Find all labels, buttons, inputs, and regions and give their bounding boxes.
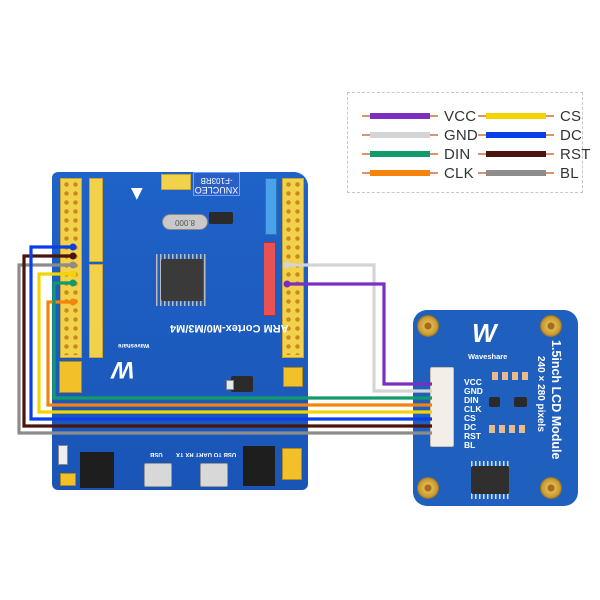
right-outer-header-pins — [284, 180, 302, 355]
usb-port — [144, 463, 172, 487]
legend-item-rst: RST — [478, 145, 591, 163]
legend-item-bl: BL — [478, 164, 579, 182]
pin-dot-bl — [69, 261, 77, 269]
pin-dot-din — [69, 279, 77, 287]
bottom-right-jumper — [282, 448, 302, 480]
power-header — [263, 242, 276, 316]
pin-dot-gnd — [283, 261, 291, 269]
pin-dot-vcc — [283, 280, 291, 288]
smd-regulator-tab — [226, 380, 234, 390]
ain-header — [265, 178, 277, 235]
wire-swatch-rst — [478, 151, 554, 157]
lcd-transistor-2 — [514, 397, 527, 407]
wire-dc — [29, 245, 432, 421]
left-jumper-block — [59, 361, 82, 393]
voltage-regulator — [231, 376, 253, 392]
lcd-smd-row2 — [489, 425, 527, 433]
wire-vcc — [287, 282, 432, 386]
wire-swatch-vcc — [362, 113, 438, 119]
mount-hole-top-left — [417, 315, 439, 337]
voltage-regulator-small — [209, 212, 233, 224]
legend-item-dc: DC — [478, 126, 583, 144]
mount-hole-bottom-left — [417, 477, 439, 499]
waveshare-text-lcd: Waveshare — [468, 352, 508, 361]
legend-label: CLK — [444, 164, 474, 182]
lcd-pin-rst: RST — [464, 431, 481, 441]
left-inner-header — [89, 178, 103, 262]
wire-color-legend: VCC GND DIN CLK CS DC RST BL — [347, 92, 590, 193]
lcd-pin-vcc: VCC — [464, 377, 482, 387]
pin-dot-rst — [69, 252, 77, 260]
lcd-pin-clk: CLK — [464, 404, 482, 414]
lcd-driver-ic — [471, 466, 509, 494]
waveshare-logo-lcd: W — [472, 318, 497, 348]
wire-rst — [22, 254, 432, 428]
lcd-transistor-1 — [489, 397, 500, 407]
pin-dot-dc — [69, 243, 77, 251]
wire-gnd — [287, 263, 432, 393]
lcd-pin-din: DIN — [464, 395, 479, 405]
wire-cs — [37, 272, 432, 414]
reset-button — [58, 445, 68, 465]
lcd-pin-gnd: GND — [464, 386, 483, 396]
pin-dot-cs — [69, 270, 77, 278]
wire-swatch-clk — [362, 170, 438, 176]
cn4-jumper-header — [161, 174, 191, 190]
dc-power-jack — [243, 446, 275, 486]
wire-swatch-din — [362, 151, 438, 157]
mount-hole-top-right — [540, 315, 562, 337]
lcd-pin-dc: DC — [464, 422, 477, 432]
swd-header — [80, 452, 114, 488]
lcd-pin-bl: BL — [464, 440, 476, 450]
left-inner-header-2 — [89, 264, 103, 358]
legend-label: BL — [560, 164, 579, 182]
lcd-smd-components — [492, 372, 528, 380]
wire-clk — [46, 300, 432, 407]
bottom-left-jumper — [60, 473, 76, 486]
legend-label: GND — [444, 126, 478, 144]
legend-item-clk: CLK — [362, 164, 474, 182]
wire-swatch-dc — [478, 132, 554, 138]
legend-label: CS — [560, 107, 582, 125]
mount-hole-bottom-right — [540, 477, 562, 499]
mcu-chip — [161, 259, 203, 301]
legend-label: RST — [560, 145, 591, 163]
legend-item-vcc: VCC — [362, 107, 477, 125]
wire-din — [52, 281, 432, 400]
legend-label: DC — [560, 126, 583, 144]
pin-dot-clk — [69, 298, 77, 306]
legend-item-din: DIN — [362, 145, 471, 163]
wire-bl — [17, 263, 432, 435]
right-jumper-block — [283, 367, 303, 387]
wire-swatch-bl — [478, 170, 554, 176]
legend-item-gnd: GND — [362, 126, 478, 144]
legend-item-cs: CS — [478, 107, 582, 125]
wire-swatch-gnd — [362, 132, 438, 138]
wire-swatch-cs — [478, 113, 554, 119]
legend-label: DIN — [444, 145, 471, 163]
legend-label: VCC — [444, 107, 477, 125]
usb-uart-port — [200, 463, 228, 487]
lcd-connector — [430, 367, 454, 447]
lcd-pin-cs: CS — [464, 413, 476, 423]
